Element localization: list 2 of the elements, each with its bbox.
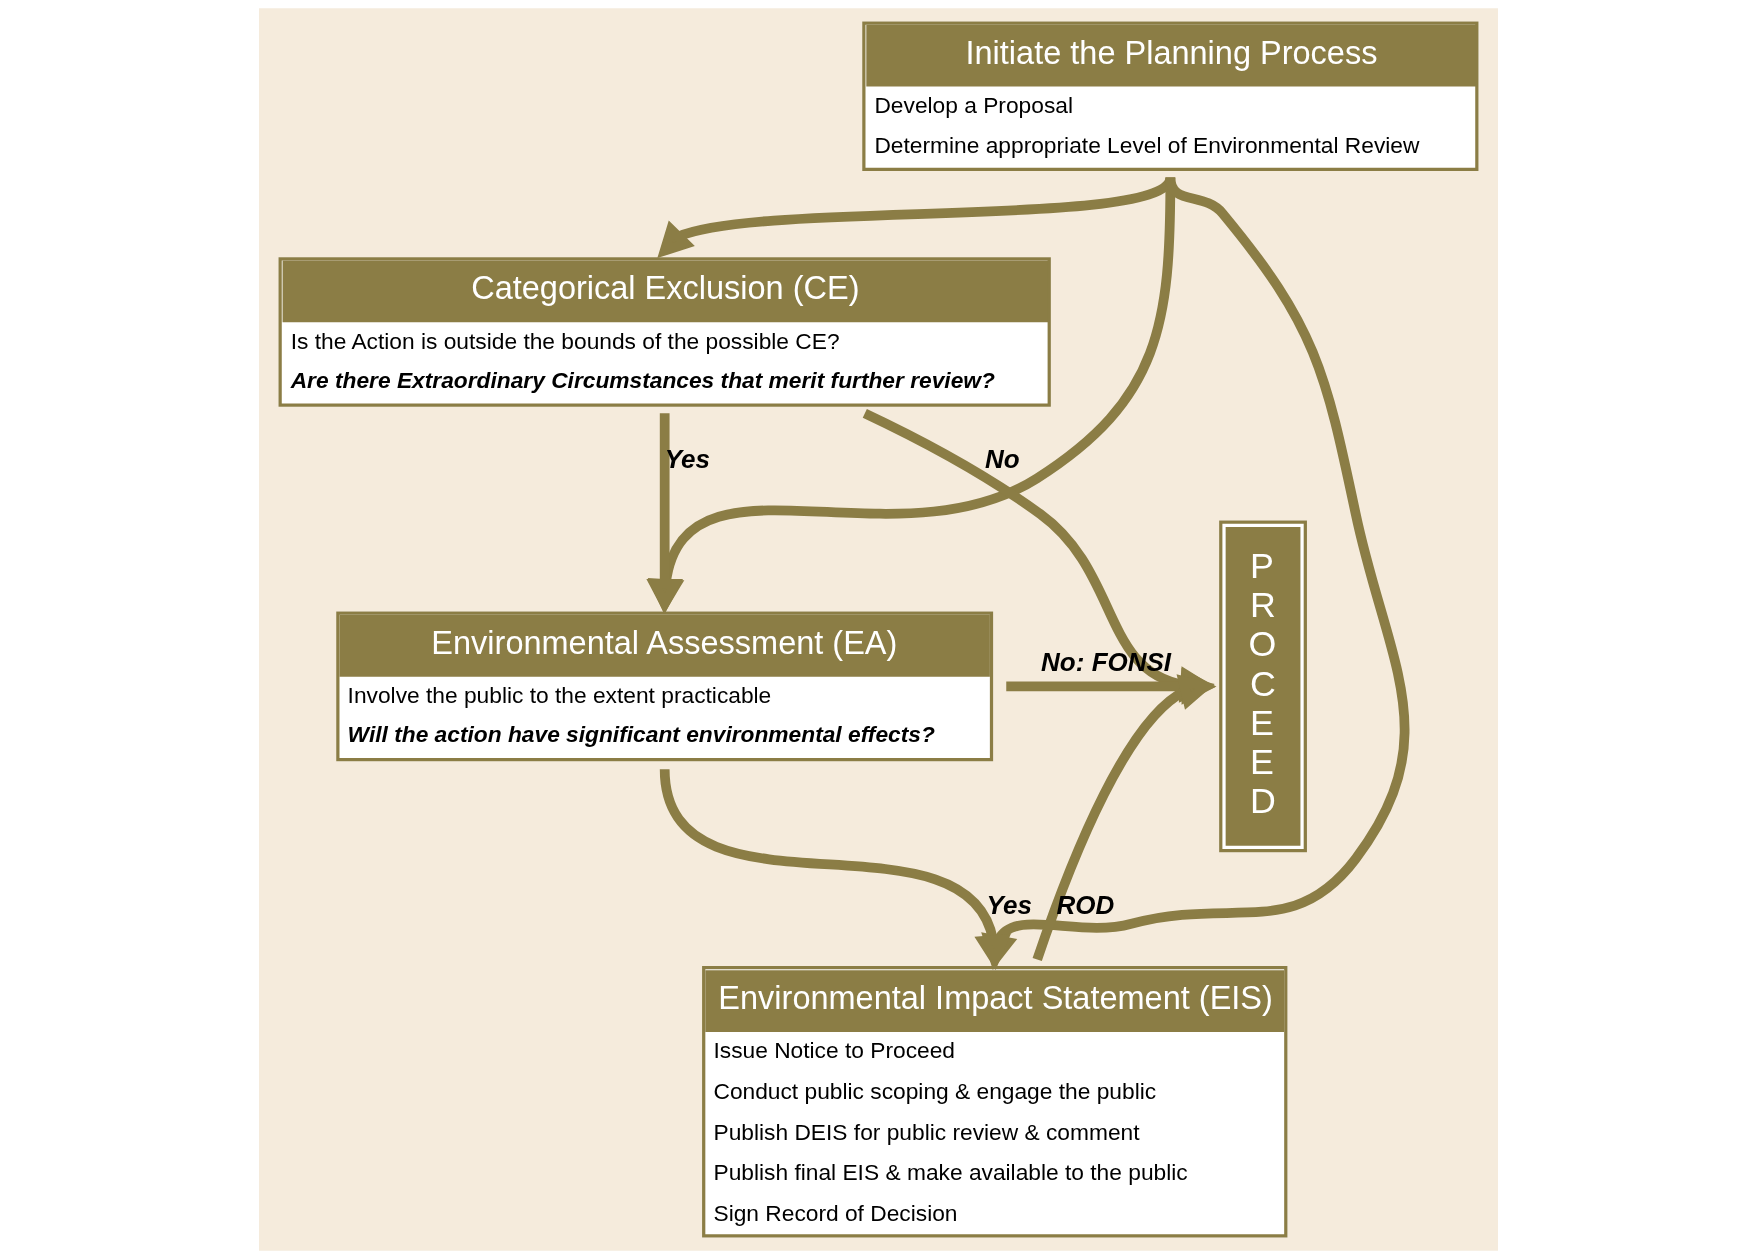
edge-label: No bbox=[984, 444, 1020, 475]
edge-label: Yes bbox=[986, 889, 1032, 920]
